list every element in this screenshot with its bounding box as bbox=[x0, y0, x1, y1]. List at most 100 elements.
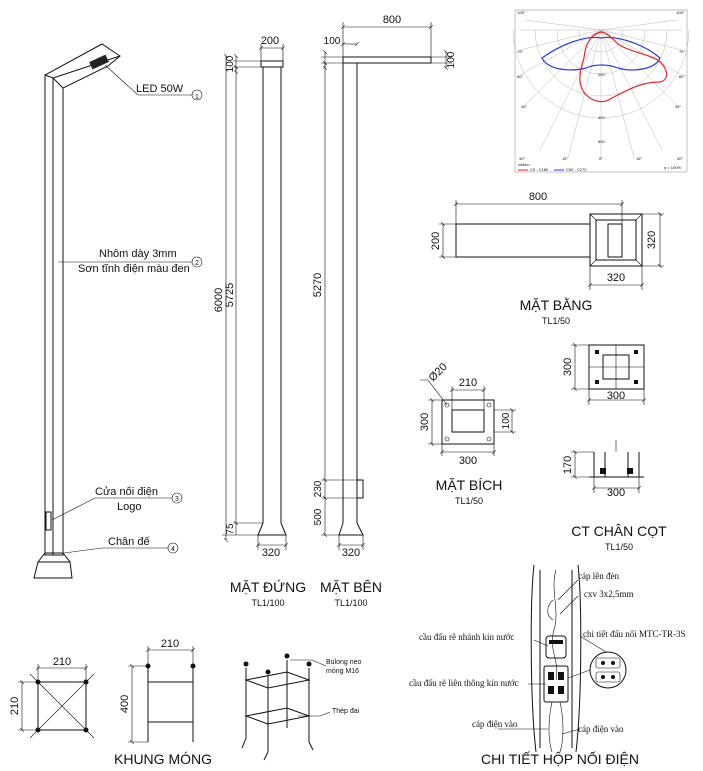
front-dim-shaft: 5725 bbox=[224, 283, 236, 307]
ring-200: 200 bbox=[598, 72, 605, 77]
flange-dim-inner: 100 bbox=[501, 412, 512, 429]
access-door-icon bbox=[45, 511, 52, 531]
base-dim-h2: 170 bbox=[562, 456, 574, 474]
found-dim-top: 210 bbox=[53, 656, 71, 668]
label-bolt: Bulong neo bbox=[326, 659, 362, 666]
label-through: cầu đấu rẽ liên thông kín nước bbox=[409, 678, 519, 688]
base-scale: TL1/50 bbox=[605, 542, 633, 552]
flange-title: MẶT BÍCH bbox=[436, 477, 503, 493]
found-dim-h: 400 bbox=[119, 695, 131, 713]
base-dim-w2: 300 bbox=[607, 487, 625, 499]
callout-1-text: LED 50W bbox=[136, 83, 184, 95]
angle-bottom-30r: 30° bbox=[677, 156, 683, 161]
angle-bottom-30l: 30° bbox=[519, 156, 525, 161]
side-elevation bbox=[321, 22, 452, 550]
side-dim-base: 500 bbox=[313, 508, 324, 525]
angle-bottom-15r: 15° bbox=[636, 156, 642, 161]
plan-dim-len: 800 bbox=[529, 191, 547, 203]
plan-title: MẶT BẰNG bbox=[520, 296, 593, 313]
callout-leaders bbox=[51, 64, 203, 554]
angle-top-right: 105° bbox=[676, 10, 685, 15]
base-plinth bbox=[33, 552, 73, 579]
callout-3-text2: Logo bbox=[117, 501, 141, 513]
legend-c90: C90 - C270 bbox=[566, 167, 587, 172]
side-dim-arm: 800 bbox=[383, 14, 401, 26]
front-dim-top: 200 bbox=[261, 35, 279, 47]
angle-top-left: 105° bbox=[517, 10, 526, 15]
front-dim-total: 6000 bbox=[213, 288, 225, 312]
side-dim-cap-right: 100 bbox=[446, 51, 457, 68]
plan-dim-plate: 320 bbox=[646, 231, 658, 249]
side-dim-shaft: 5270 bbox=[312, 273, 324, 297]
side-dim-foot: 320 bbox=[342, 547, 360, 559]
side-dim-door: 230 bbox=[313, 480, 324, 497]
plan-dim-w: 200 bbox=[430, 232, 442, 250]
callout-labels: LED 50W 1 Nhôm dày 3mm Sơn tĩnh điện màu… bbox=[78, 83, 199, 553]
callout-4-num: 4 bbox=[171, 546, 175, 553]
callout-4-text: Chân đế bbox=[108, 536, 150, 548]
plan-scale: TL1/50 bbox=[542, 316, 570, 326]
front-dim-base: 75 bbox=[225, 523, 236, 535]
side-scale: TL1/100 bbox=[334, 598, 367, 608]
plan-view: 800 200 320 320 MẶT BẰNG TL1/50 bbox=[430, 191, 664, 326]
flange-dim-top: 210 bbox=[459, 377, 477, 389]
angle-bottom-0: 0° bbox=[599, 156, 603, 161]
led-module-icon bbox=[89, 54, 109, 70]
label-ring: Thép đai bbox=[332, 708, 360, 715]
foundation-iso: Bulong neo móng M16 Thép đai bbox=[241, 653, 362, 761]
angle-side-75-left: 75° bbox=[517, 49, 523, 54]
foundation-title: KHUNG MÓNG bbox=[114, 751, 212, 767]
side-title: MẶT BÊN bbox=[320, 579, 382, 595]
label-in-1: cáp điện vào bbox=[472, 719, 518, 729]
pole-perspective bbox=[33, 43, 121, 579]
legend-c0: C0 - C180 bbox=[530, 167, 549, 172]
junction-title: CHI TIẾT HỘP NỐI ĐIỆN bbox=[481, 750, 639, 767]
found-dim-w: 210 bbox=[161, 638, 179, 650]
base-title: CT CHÂN CỌT bbox=[571, 523, 667, 539]
front-dim-foot: 320 bbox=[262, 547, 280, 559]
label-cable-spec: cxv 3x2,5mm bbox=[584, 589, 634, 599]
flange-view: Ø20 210 300 100 300 MẶT BÍCH TL1/50 bbox=[419, 361, 516, 506]
plan-dim-plate-w: 320 bbox=[607, 272, 625, 284]
flange-dim-hole: Ø20 bbox=[427, 361, 450, 384]
angle-bottom-15l: 15° bbox=[562, 156, 568, 161]
legend-eta: η = 100% bbox=[664, 165, 681, 170]
ring-400: 400 bbox=[598, 115, 605, 120]
callout-1-num: 1 bbox=[195, 94, 199, 101]
flange-dim-bottom: 300 bbox=[459, 455, 477, 467]
angle-side-60-left: 60° bbox=[517, 74, 523, 79]
base-dim-w: 300 bbox=[607, 390, 625, 402]
front-elevation bbox=[222, 44, 286, 550]
polar-diagram: 105° 105° 75° 75° 60° 60° 45° 45° 30° 15… bbox=[512, 9, 690, 173]
angle-side-60-right: 60° bbox=[679, 74, 685, 79]
side-door-icon bbox=[356, 479, 364, 499]
found-dim-side: 210 bbox=[9, 697, 21, 715]
callout-3-num: 3 bbox=[175, 496, 179, 503]
label-cable-up: cáp lên đèn bbox=[578, 571, 619, 581]
side-dim-cap: 100 bbox=[324, 36, 341, 47]
foundation-elevation: 210 400 bbox=[119, 638, 196, 742]
front-title: MẶT ĐỨNG bbox=[230, 579, 306, 595]
angle-side-75-right: 75° bbox=[679, 49, 685, 54]
angle-side-45-left: 45° bbox=[521, 104, 527, 109]
junction-labels: cáp lên đèn cxv 3x2,5mm cầu đấu rẽ nhánh… bbox=[409, 571, 686, 767]
label-branch: cầu đấu rẽ nhánh kín nước bbox=[419, 632, 514, 642]
callout-2-text: Nhôm dày 3mm bbox=[99, 248, 177, 260]
junction-detail bbox=[498, 564, 627, 753]
side-dims: 800 100 100 5270 230 500 320 MẶT BÊN TL1… bbox=[312, 14, 457, 608]
base-detail: 300 300 170 300 CT CHÂN CỌT TL1/50 bbox=[562, 345, 667, 552]
ring-600: 600 bbox=[598, 139, 605, 144]
foundation-plan: 210 210 bbox=[9, 656, 95, 739]
front-scale: TL1/100 bbox=[251, 598, 284, 608]
callout-3-text: Cửa nối điện bbox=[95, 486, 158, 498]
flange-dim-side: 300 bbox=[419, 413, 431, 431]
label-in-2: cáp điện vào bbox=[578, 724, 624, 734]
label-bolt-2: móng M16 bbox=[326, 668, 359, 675]
callout-2-num: 2 bbox=[195, 260, 199, 267]
flange-scale: TL1/50 bbox=[455, 496, 483, 506]
callout-2-text2: Sơn tĩnh điện màu đen bbox=[78, 263, 190, 275]
angle-side-45-right: 45° bbox=[675, 104, 681, 109]
polar-unit: cd/klm bbox=[518, 162, 530, 167]
front-dim-cap: 100 bbox=[225, 55, 236, 72]
